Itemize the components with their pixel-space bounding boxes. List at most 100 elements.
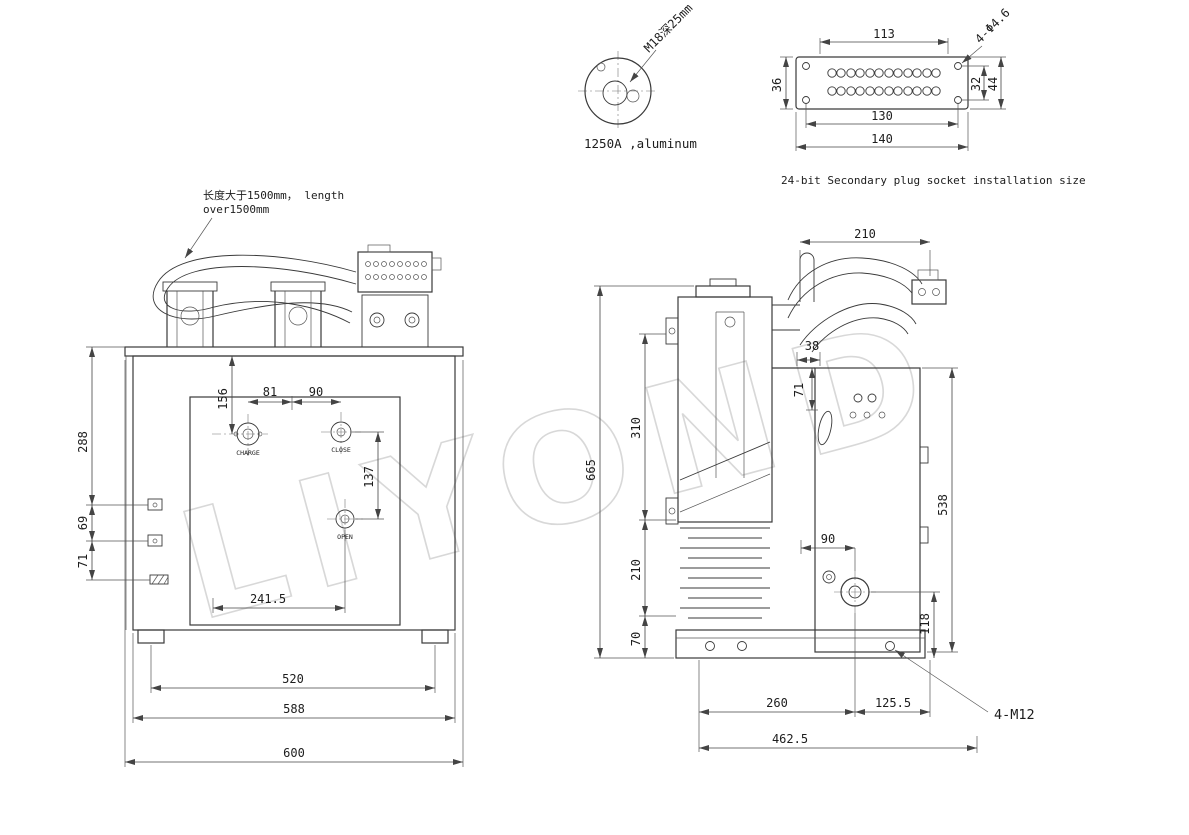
terminal-inner-circle — [602, 80, 628, 106]
dim-241-5-label: 241.5 — [250, 592, 286, 606]
dim-665-label: 665 — [584, 459, 598, 481]
dim-70: 70 — [629, 616, 648, 658]
front-view: 长度大于1500mm， length over1500mm — [76, 188, 464, 767]
bolt-note: 4-M12 — [894, 649, 1035, 723]
connector-view: 113 4-Φ4.6 36 32 44 130 140 — [770, 6, 1086, 187]
terminal-outer-circle — [584, 57, 652, 125]
detail-caption: 1250A ,aluminum — [584, 136, 697, 151]
operating-lever — [817, 410, 833, 446]
frame-body — [814, 367, 921, 653]
dim-462-5: 462.5 — [699, 732, 978, 753]
dim-71s: 71 — [792, 368, 818, 411]
cabinet-body — [132, 355, 456, 631]
dim-288: 288 — [76, 346, 148, 506]
side-view: 4-M12 210 665 310 210 — [584, 227, 1035, 753]
dim-137: 137 — [352, 431, 384, 520]
dim-70-label: 70 — [629, 632, 643, 646]
bolt-note-label: 4-M12 — [994, 707, 1035, 723]
dim-71s-label: 71 — [792, 383, 806, 397]
bushing-pole-1 — [162, 281, 218, 347]
dim-210-side: 210 — [629, 520, 676, 617]
detail-view: M18深25mm 1250A ,aluminum — [578, 1, 697, 151]
dim-81-label: 81 — [263, 385, 277, 399]
dim-90s: 90 — [800, 532, 856, 571]
dim-36-label: 36 — [770, 78, 784, 92]
enclosure — [124, 281, 464, 644]
panel-face — [189, 396, 401, 626]
dim-462-5-label: 462.5 — [772, 732, 808, 746]
dim-71f: 71 — [76, 541, 150, 581]
dim-38: 38 — [796, 339, 821, 366]
side-dimensions: 210 665 310 210 70 — [584, 227, 978, 753]
dim-130: 130 — [805, 104, 959, 128]
dim-44: 44 — [970, 56, 1006, 110]
bellows — [680, 527, 770, 619]
dim-520-label: 520 — [282, 672, 304, 686]
base-plate — [675, 629, 926, 659]
cable-note-line2: over1500mm — [203, 203, 270, 216]
dim-118-label: 118 — [918, 613, 932, 635]
dim-32-label: 32 — [969, 77, 983, 91]
dim-260-label: 260 — [766, 696, 788, 710]
dim-113-label: 113 — [873, 27, 895, 41]
dim-210-top: 210 — [799, 227, 931, 280]
hole-note-label: 4-Φ4.6 — [972, 6, 1013, 47]
dim-32: 32 — [962, 65, 989, 101]
dim-140-label: 140 — [871, 132, 893, 146]
connector-corner-holes — [802, 62, 962, 104]
charge-label: CHARGE — [236, 449, 260, 457]
mechanism-frame — [772, 367, 929, 653]
plug-pins — [365, 261, 427, 280]
thread-note: M18深25mm — [641, 1, 695, 55]
dim-38-label: 38 — [805, 339, 819, 353]
bushing-pole-2 — [270, 281, 326, 347]
connector-plate — [795, 56, 969, 110]
foot-left — [137, 629, 165, 644]
terminal-small-circle — [626, 89, 640, 103]
dim-310-label: 310 — [629, 417, 643, 439]
dim-538-label: 538 — [936, 494, 950, 516]
dim-288-label: 288 — [76, 431, 90, 453]
dim-125-5: 125.5 — [855, 660, 931, 717]
dim-600: 600 — [124, 360, 464, 767]
dim-588-label: 588 — [283, 702, 305, 716]
dim-118: 118 — [871, 591, 940, 658]
dim-69-label: 69 — [76, 516, 90, 530]
cable-note: 长度大于1500mm， length over1500mm — [184, 188, 344, 259]
side-cables — [772, 252, 947, 353]
pole-column — [665, 278, 773, 525]
close-label: CLOSE — [331, 446, 351, 454]
dim-69: 69 — [76, 505, 148, 542]
top-plate — [124, 346, 464, 357]
base-assembly — [675, 629, 926, 659]
dim-600-label: 600 — [283, 746, 305, 760]
connector-pins — [827, 68, 941, 96]
terminal-rim-hole — [596, 62, 606, 72]
dim-44-label: 44 — [986, 77, 1000, 91]
cable-assembly — [152, 244, 442, 348]
ground-pad — [149, 574, 169, 585]
dim-665: 665 — [584, 285, 694, 659]
foot-right — [421, 629, 449, 644]
mechanism-box — [361, 294, 429, 348]
connector-caption: 24-bit Secondary plug socket installatio… — [781, 174, 1086, 187]
cable-note-line1: 长度大于1500mm， length — [203, 188, 344, 202]
dim-156: 156 — [216, 356, 235, 434]
dim-588: 588 — [132, 633, 456, 723]
dim-241-5: 241.5 — [212, 530, 346, 613]
dim-81: 81 — [248, 385, 293, 410]
dim-90f-label: 90 — [309, 385, 323, 399]
dim-holes: 4-Φ4.6 — [961, 6, 1013, 64]
dim-71f-label: 71 — [76, 554, 90, 568]
dim-140: 140 — [795, 112, 969, 151]
dim-260: 260 — [698, 613, 856, 752]
pole-housing — [677, 296, 773, 523]
dim-113: 113 — [819, 27, 949, 54]
dim-90f: 90 — [292, 385, 341, 405]
front-dimensions: 81 90 156 137 288 — [76, 346, 464, 767]
dim-130-label: 130 — [871, 109, 893, 123]
dim-90s-label: 90 — [821, 532, 835, 546]
dim-125-5-label: 125.5 — [875, 696, 911, 710]
